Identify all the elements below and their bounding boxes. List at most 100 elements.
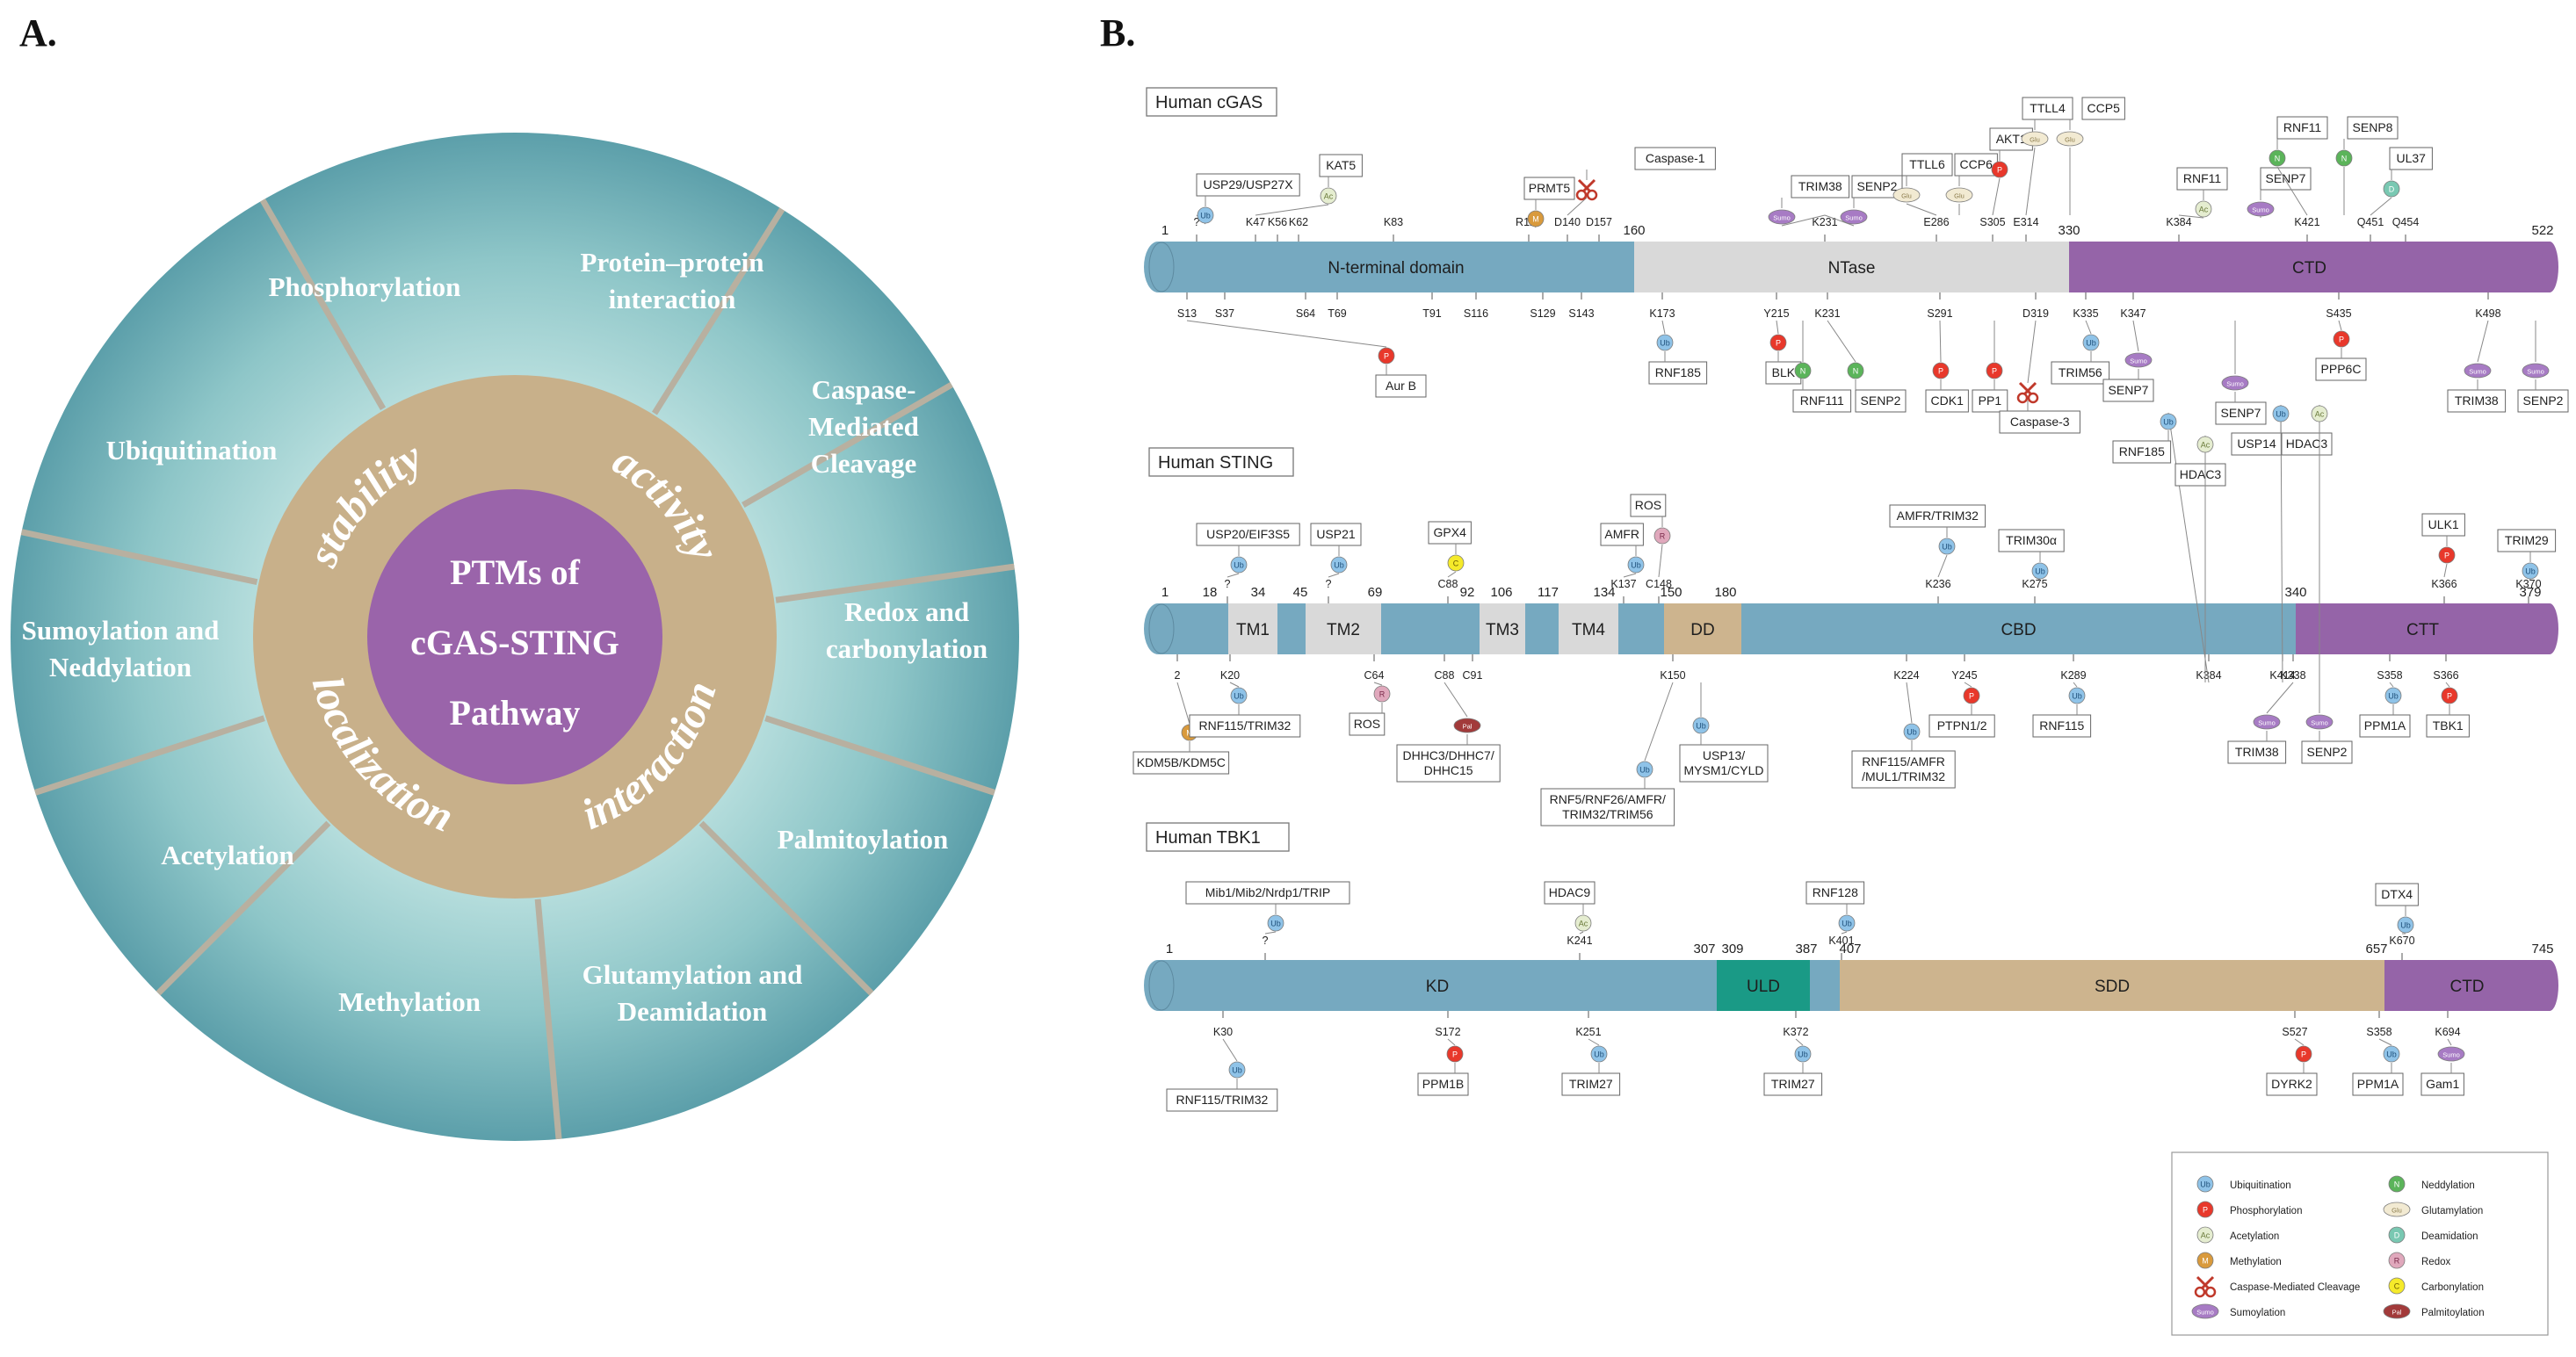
site-connector	[2370, 197, 2392, 216]
residue-boundary: 387	[1795, 942, 1817, 956]
enzyme-label: SENP7	[2266, 171, 2306, 185]
segment-label: Acetylation	[161, 840, 294, 870]
residue-label: ?	[1263, 935, 1269, 947]
residue-boundary: 340	[2284, 585, 2306, 600]
enzyme-box	[1805, 881, 1865, 905]
enzyme-box	[1989, 127, 2033, 151]
residue-boundary: 34	[1251, 585, 1266, 600]
residue-label: K224	[1893, 669, 1919, 682]
site-connector	[1827, 320, 1856, 363]
enzyme-label: RNF115	[2039, 718, 2084, 733]
domain-cap-right	[2541, 242, 2558, 292]
residue-label: R124	[1516, 216, 1542, 228]
enzyme-label: BLK	[1772, 365, 1796, 379]
protein-title: Human TBK1	[1155, 828, 1261, 848]
site-connector	[2447, 1038, 2452, 1046]
ptm-marker-ub: Ub	[2031, 562, 2049, 580]
svg-text:C: C	[1453, 559, 1459, 568]
enzyme-label: MYSM1/CYLD	[1683, 763, 1763, 777]
protein-title-box	[1148, 447, 1294, 477]
svg-text:Glu: Glu	[1954, 192, 1965, 200]
ptm-marker-p: P	[2333, 330, 2350, 348]
ptm-marker-ub: Ub	[1794, 1045, 1812, 1063]
svg-text:M: M	[2202, 1257, 2209, 1266]
legend-label: Acetylation	[2230, 1231, 2279, 1242]
enzyme-label: CDK1	[1931, 393, 1965, 408]
residue-label: K338	[2280, 669, 2305, 682]
domain-cap-left	[1144, 603, 1172, 654]
legend-label: Sumoylation	[2230, 1308, 2285, 1318]
ptm-marker-glu: Glu	[1945, 187, 1973, 203]
enzyme-label: DHHC3/DHHC7/	[1402, 748, 1494, 762]
residue-label: Q451	[2357, 216, 2384, 228]
segment-divider	[764, 715, 995, 796]
svg-text:P: P	[1969, 692, 1974, 701]
ptm-marker-cc	[1575, 178, 1598, 201]
residue-label: E314	[2013, 216, 2038, 228]
enzyme-label: RNF115/AMFR	[1862, 754, 1945, 769]
ptm-marker-ub: Ub	[1903, 723, 1921, 740]
ptm-marker-sumo: Sumo	[2464, 363, 2492, 379]
enzyme-box	[2260, 167, 2312, 191]
residue-label: K251	[1575, 1026, 1601, 1038]
legend-label: Neddylation	[2421, 1180, 2475, 1191]
ptm-marker-ub: Ub	[2068, 687, 2086, 704]
legend-label: Caspase-Mediated Cleavage	[2230, 1282, 2360, 1293]
enzyme-label: TRIM27	[1771, 1077, 1815, 1091]
enzyme-box	[2352, 1072, 2404, 1096]
enzyme-box	[2266, 1072, 2318, 1096]
ptm-marker-sumo: Sumo	[2437, 1046, 2465, 1062]
site-connector	[1906, 203, 1937, 216]
enzyme-label: RNF185	[2119, 444, 2165, 458]
enzyme-label: SENP2	[2523, 393, 2564, 408]
site-connector	[1661, 320, 1666, 335]
segment-divider	[652, 207, 785, 415]
domain-cap-right	[2541, 960, 2558, 1011]
legend-label: Palmitoylation	[2421, 1308, 2485, 1318]
segment-label: carbonylation	[826, 633, 988, 664]
enzyme-label: /MUL1/TRIM32	[1862, 769, 1945, 783]
residue-label: K137	[1610, 578, 1636, 590]
enzyme-label: SENP2	[1857, 179, 1898, 193]
enzyme-box	[1855, 389, 1907, 413]
ptm-marker-ub: Ub	[2196, 1175, 2214, 1193]
protein-title-box	[1146, 87, 1277, 117]
segment-divider	[775, 563, 1015, 603]
segment-label: Deamidation	[618, 996, 768, 1027]
domain-cap-left	[1144, 960, 1172, 1011]
enzyme-label: AKT1	[1996, 132, 2027, 146]
ptm-marker-ub: Ub	[1590, 1045, 1608, 1063]
enzyme-label: USP29/USP27X	[1204, 177, 1294, 191]
ptm-marker-n: N	[1794, 362, 1812, 379]
ptm-marker-p: P	[1986, 362, 2003, 379]
residue-label: K421	[2294, 216, 2319, 228]
enzyme-box	[1132, 751, 1230, 775]
svg-text:Sumo: Sumo	[2196, 1309, 2214, 1317]
site-connector	[1196, 214, 1206, 225]
enzyme-label: USP13/	[1703, 748, 1745, 762]
residue-label: S37	[1215, 307, 1234, 320]
enzyme-box	[1523, 177, 1575, 200]
residue-label: S366	[2433, 669, 2458, 682]
domain-cap-edge	[1148, 242, 1175, 292]
enzyme-label: PPP6C	[2321, 362, 2362, 376]
residue-label: K275	[2022, 578, 2047, 590]
svg-text:Sumo: Sumo	[1845, 214, 1863, 222]
residue-boundary: 160	[1623, 223, 1645, 238]
ptm-marker-ac: Ac	[2196, 436, 2214, 453]
svg-text:Ub: Ub	[1942, 543, 1952, 552]
enzyme-label: Caspase-3	[2010, 415, 2070, 429]
svg-text:Ub: Ub	[1234, 561, 1244, 570]
svg-text:Pal: Pal	[2392, 1309, 2402, 1317]
panel-label-b: B.	[1100, 11, 1136, 54]
ptm-marker-ac: Ac	[2311, 405, 2328, 422]
enzyme-box	[1763, 1072, 1823, 1096]
